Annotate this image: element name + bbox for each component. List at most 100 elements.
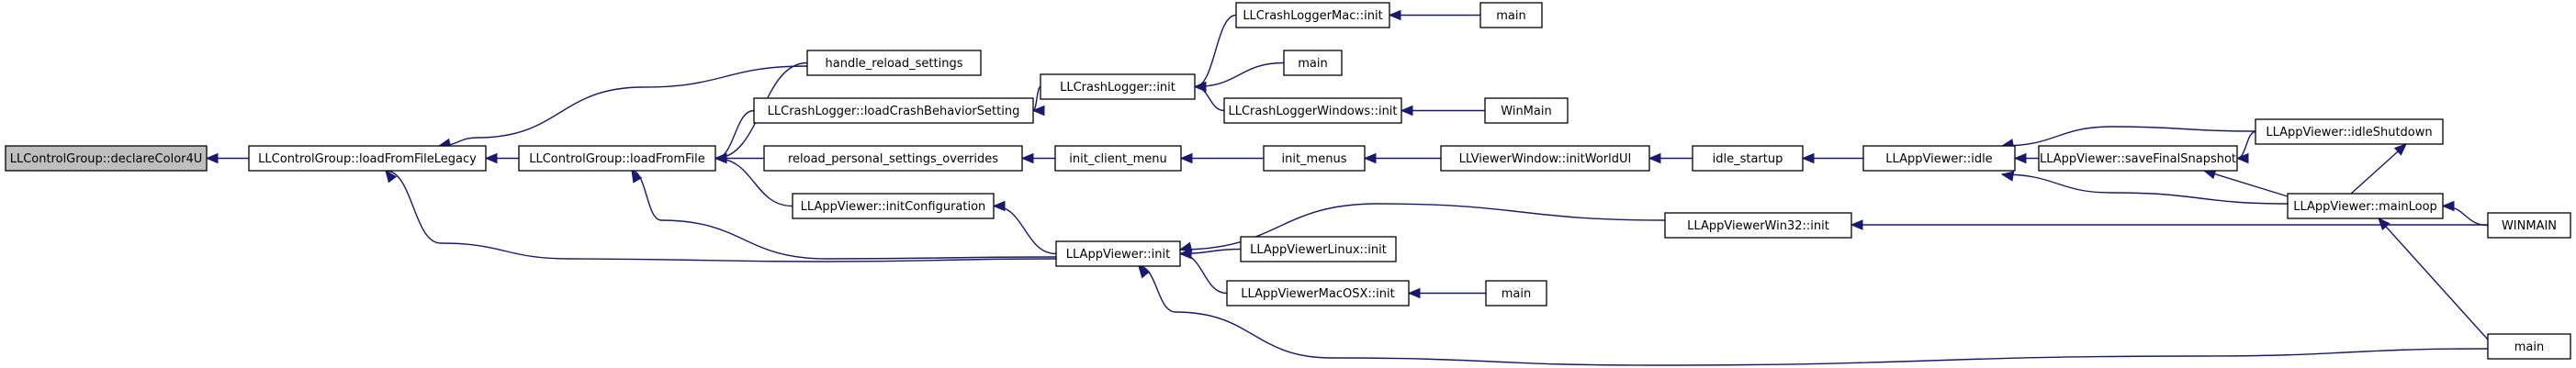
edge-legacy-to-declare [205, 152, 250, 164]
edge-initconfig-to-loadfile [714, 152, 793, 207]
node-label: LLAppViewerMacOSX::init [1241, 287, 1394, 301]
edge-idleshutdown-to-savesnap [2235, 130, 2256, 164]
node-winmain_app[interactable]: WINMAIN [2487, 212, 2571, 239]
node-linuxinit[interactable]: LLAppViewerLinux::init [1240, 236, 1397, 262]
node-label: LLCrashLoggerWindows::init [1228, 105, 1397, 118]
edge-line [1194, 61, 1285, 88]
node-label: handle_reload_settings [826, 57, 963, 71]
arrowhead-icon [1020, 152, 1034, 164]
node-handle_reload[interactable]: handle_reload_settings [806, 50, 982, 76]
edge-line [2378, 217, 2489, 340]
node-main_app[interactable]: main [2487, 333, 2571, 360]
node-box [2287, 193, 2444, 219]
arrowhead-icon [1400, 105, 1413, 117]
edge-init-client-menu-to-reload-overrides [1020, 152, 1056, 164]
node-label: LLAppViewer::mainLoop [2293, 200, 2437, 214]
edge-init-menus-to-init-client-menu [1179, 152, 1265, 164]
arrowhead-icon [1388, 9, 1401, 21]
node-box [1055, 240, 1181, 267]
node-box [763, 145, 1023, 172]
node-appinit[interactable]: LLAppViewer::init [1055, 240, 1181, 267]
node-initworldui[interactable]: LLViewerWindow::initWorldUI [1440, 145, 1650, 172]
node-crash_loadsetting[interactable]: LLCrashLogger::loadCrashBehaviorSetting [753, 97, 1034, 124]
node-legacy[interactable]: LLControlGroup::loadFromFileLegacy [248, 145, 487, 172]
node-label: init_menus [1282, 152, 1347, 166]
node-savesnap[interactable]: LLAppViewer::saveFinalSnapshot [2038, 145, 2238, 172]
arrowhead-icon [2378, 217, 2390, 231]
edge-line [438, 65, 808, 147]
arrowhead-icon [1178, 248, 1192, 260]
edge-main-app-to-mainloop [2378, 217, 2489, 340]
node-box [792, 193, 995, 219]
arrowhead-icon [205, 152, 219, 164]
edge-main-app-to-appinit [1138, 264, 2489, 366]
edge-loadfile-to-legacy [484, 152, 520, 164]
edge-line [1179, 252, 1228, 295]
node-crash_init[interactable]: LLCrashLogger::init [1040, 73, 1196, 100]
node-box [1040, 73, 1196, 100]
node-crash_win[interactable]: LLCrashLoggerWindows::init [1223, 97, 1402, 124]
node-label: LLAppViewer::idle [1885, 152, 1992, 166]
node-idle_startup[interactable]: idle_startup [1692, 145, 1804, 172]
arrowhead-icon [1138, 264, 1151, 279]
edges-layer [205, 9, 2489, 366]
node-label: LLAppViewer::init [1066, 248, 1170, 262]
node-box [5, 145, 208, 172]
node-mainloop[interactable]: LLAppViewer::mainLoop [2287, 193, 2444, 219]
node-box [1223, 97, 1402, 124]
arrowhead-icon [385, 169, 398, 184]
edge-initworldui-to-init-menus [1363, 152, 1442, 164]
node-label: LLControlGroup::declareColor4U [10, 152, 203, 166]
node-init_menus[interactable]: init_menus [1263, 145, 1366, 172]
edge-mainloop-to-savesnap [2202, 169, 2289, 197]
node-reload_overrides[interactable]: reload_personal_settings_overrides [763, 145, 1023, 172]
arrowhead-icon [1407, 287, 1421, 299]
arrowhead-icon [1193, 81, 1207, 93]
node-initconfig[interactable]: LLAppViewer::initConfiguration [792, 193, 995, 219]
node-label: main [1496, 9, 1525, 23]
edge-idle-to-idle-startup [1801, 152, 1864, 164]
node-label: LLViewerWindow::initWorldUI [1459, 152, 1632, 166]
node-box [806, 50, 982, 76]
node-init_client_menu[interactable]: init_client_menu [1054, 145, 1182, 172]
node-win32init[interactable]: LLAppViewerWin32::init [1664, 212, 1852, 239]
node-box [1485, 280, 1547, 307]
node-label: WinMain [1501, 105, 1551, 118]
node-loadfile[interactable]: LLControlGroup::loadFromFile [518, 145, 716, 172]
arrowhead-icon [631, 169, 643, 184]
node-idle[interactable]: LLAppViewer::idle [1862, 145, 2016, 172]
edge-winmain-app-to-win32init [1850, 219, 2488, 230]
node-main_mac[interactable]: main [1479, 2, 1543, 28]
edge-crash-loadsetting-to-loadfile [714, 109, 755, 164]
node-macosxinit[interactable]: LLAppViewerMacOSX::init [1226, 280, 1410, 307]
edge-idleshutdown-to-idle [2000, 126, 2256, 150]
node-label: LLAppViewer::saveFinalSnapshot [2040, 152, 2236, 166]
node-main_crash[interactable]: main [1283, 50, 1343, 76]
node-label: LLAppViewer::initConfiguration [801, 200, 986, 214]
arrowhead-icon [2013, 152, 2027, 164]
edge-line [2001, 173, 2289, 205]
edge-appinit-to-legacy [385, 169, 1057, 262]
arrowhead-icon [484, 152, 498, 164]
edge-main-crash-to-crash-init [1193, 61, 1285, 93]
arrowhead-icon [1031, 105, 1045, 117]
node-declare[interactable]: LLControlGroup::declareColor4U [5, 145, 208, 172]
edge-appinit-to-loadfile [631, 169, 1057, 260]
node-idleshutdown[interactable]: LLAppViewer::idleShutdown [2255, 118, 2444, 145]
arrowhead-icon [992, 200, 1006, 212]
node-label: LLControlGroup::loadFromFile [529, 152, 705, 166]
edge-main-mac-to-crash-mac [1388, 9, 1480, 21]
arrowhead-icon [1850, 219, 1863, 230]
node-main_osx[interactable]: main [1485, 280, 1547, 307]
node-crash_mac[interactable]: LLCrashLoggerMac::init [1235, 2, 1390, 28]
edge-mainloop-to-idle [2000, 171, 2289, 205]
node-label: LLCrashLogger::loadCrashBehaviorSetting [768, 105, 1020, 118]
node-box [1479, 2, 1543, 28]
arrowhead-icon [1801, 152, 1815, 164]
edge-appinit-to-initconfig [992, 200, 1057, 255]
edge-line [1032, 85, 1041, 112]
node-box [2487, 212, 2571, 239]
node-winmain_crash[interactable]: WinMain [1484, 97, 1569, 124]
edge-line [993, 205, 1057, 255]
